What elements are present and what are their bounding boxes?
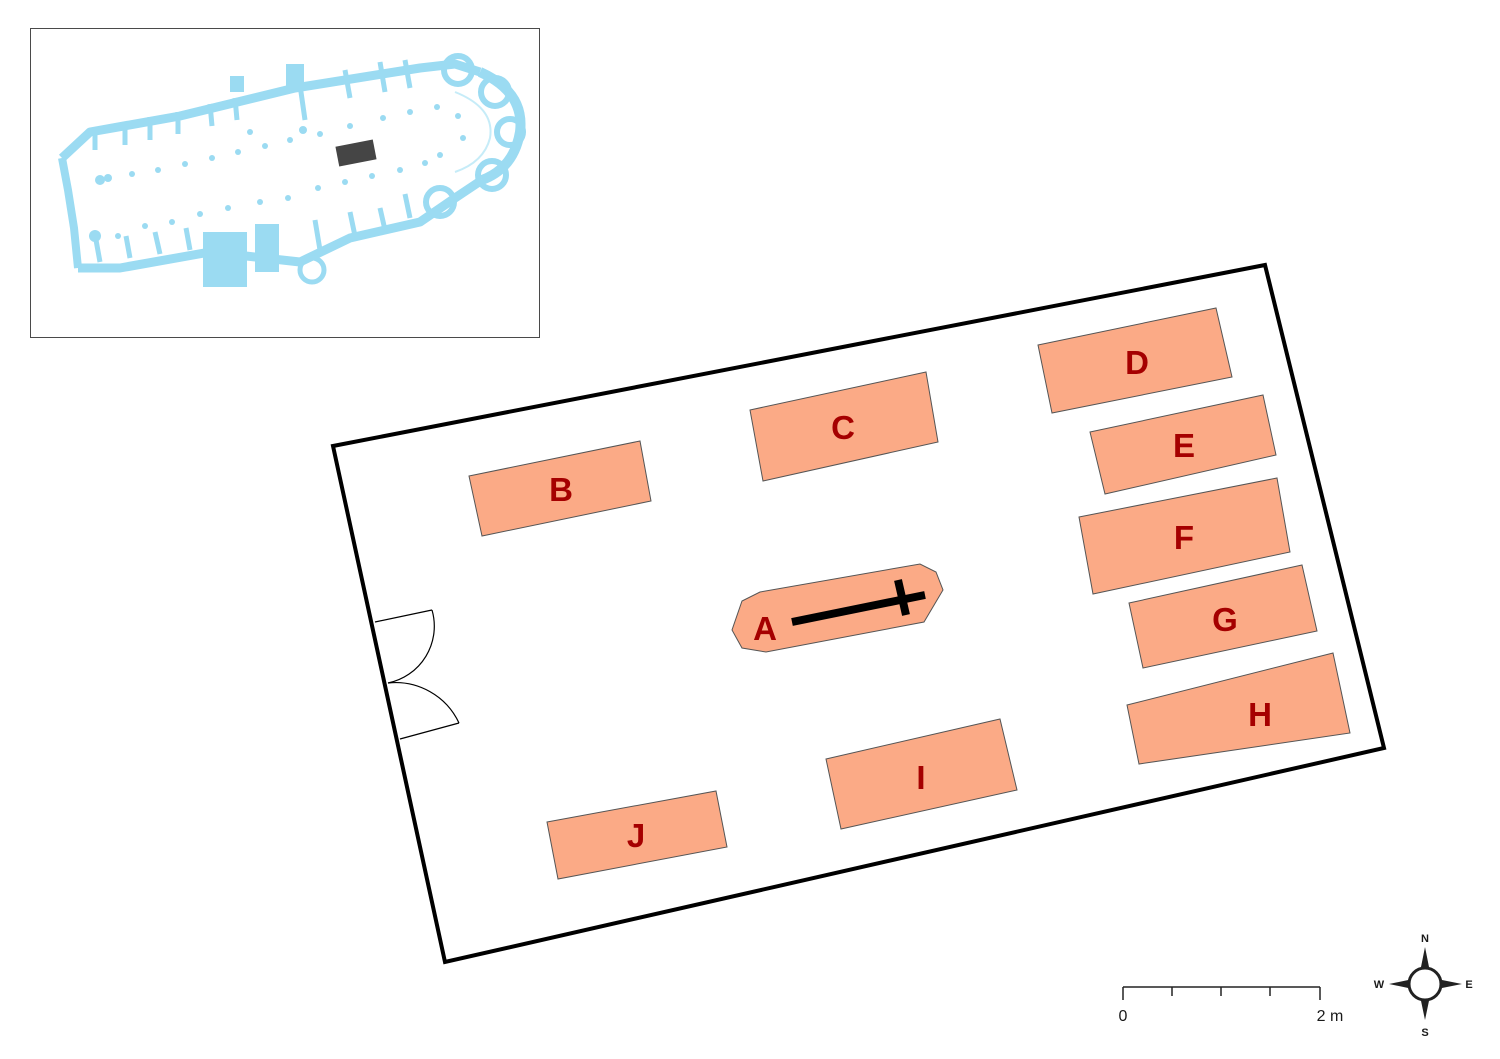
tomb-D-label: D [1125, 344, 1149, 381]
tomb-J-slab [546, 790, 728, 880]
tomb-J[interactable]: J [546, 790, 728, 880]
tomb-G[interactable]: G [1128, 564, 1318, 669]
tomb-B-label: B [549, 471, 573, 508]
tomb-E-slab [1089, 394, 1277, 495]
tomb-E-label: E [1173, 427, 1195, 464]
tomb-I[interactable]: I [825, 718, 1018, 830]
tomb-C-label: C [831, 409, 855, 446]
tomb-F[interactable]: F [1078, 477, 1291, 595]
locator-west-front [58, 157, 82, 269]
locator-apse-chapel [441, 53, 475, 87]
locator-inset [30, 28, 540, 338]
east-label: E [1465, 979, 1472, 991]
locator-chapel-highlight [335, 139, 377, 167]
scale-bar-ticks [1122, 987, 1321, 1000]
locator-south-transept [255, 224, 279, 272]
locator-apse-chapel [297, 255, 327, 285]
tomb-I-slab [825, 718, 1018, 830]
tomb-C[interactable]: C [749, 371, 939, 482]
tomb-I-label: I [916, 759, 925, 796]
scale-bar-start-label: 0 [1119, 1008, 1128, 1025]
tomb-A-label: A [753, 610, 777, 647]
tomb-E[interactable]: E [1089, 394, 1277, 495]
north-arrow-icon: N S W E [1374, 933, 1473, 1039]
tomb-D-slab [1037, 307, 1233, 414]
cross-icon [791, 579, 926, 626]
tomb-H-label: H [1248, 696, 1272, 733]
locator-inner-apse [454, 91, 492, 173]
locator-north-chapels [92, 59, 413, 150]
tomb-F-label: F [1174, 519, 1194, 556]
scale-bar: 0 2 m [1119, 986, 1344, 1025]
tomb-J-label: J [627, 817, 645, 854]
tomb-A[interactable]: A [731, 563, 944, 653]
locator-apse-chapel [475, 158, 509, 192]
tomb-H-slab [1126, 652, 1351, 765]
locator-south-chapels [93, 193, 413, 263]
tomb-D[interactable]: D [1037, 307, 1233, 414]
locator-apse-chapel [423, 185, 457, 219]
tomb-H[interactable]: H [1126, 652, 1351, 765]
tomb-G-label: G [1212, 601, 1238, 638]
tomb-G-slab [1128, 564, 1318, 669]
locator-south-wall [78, 176, 485, 273]
tomb-A-slab [731, 563, 944, 653]
north-label: N [1421, 933, 1429, 945]
locator-apse-chapel [478, 75, 512, 109]
tomb-B-slab [468, 440, 652, 537]
tomb-F-slab [1078, 477, 1291, 595]
door-icon [374, 609, 460, 740]
west-label: W [1374, 979, 1385, 991]
south-label: S [1421, 1027, 1428, 1039]
locator-church-plan [58, 53, 526, 287]
locator-pillars [89, 104, 466, 242]
locator-north-porch [230, 76, 244, 92]
locator-north-transept [286, 64, 304, 90]
locator-south-tower [203, 232, 247, 287]
tomb-C-slab [749, 371, 939, 482]
scale-bar-end-label: 2 m [1317, 1008, 1344, 1025]
locator-frame [30, 28, 540, 338]
locator-apse-chapel [494, 116, 526, 148]
tomb-B[interactable]: B [468, 440, 652, 537]
